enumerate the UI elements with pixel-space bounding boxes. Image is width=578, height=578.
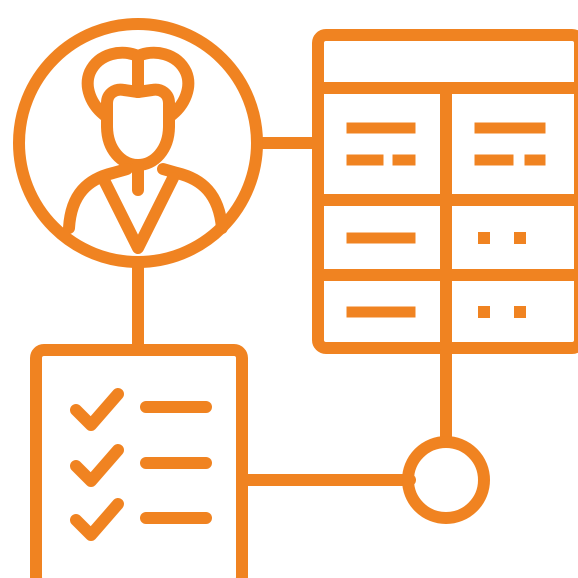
data-table-icon [312, 29, 578, 354]
check-item-3 [70, 498, 212, 541]
connector-lines [132, 137, 452, 486]
user-avatar-icon [13, 18, 263, 268]
avatar-face [101, 83, 175, 171]
checklist-frame [30, 344, 248, 578]
avatar-shoulders [63, 163, 228, 234]
table-cell-r1-right [474, 122, 546, 166]
check-item-2 [70, 444, 212, 487]
checkmark-icon [70, 498, 124, 541]
table-cell-r1-left [346, 122, 416, 166]
table-cell-r2-right [478, 232, 526, 244]
avatar-circle [13, 18, 263, 268]
avatar-collar [97, 172, 179, 254]
node-circle [402, 436, 490, 524]
table-cell-r3-right [478, 306, 526, 318]
checklist-icon [30, 344, 248, 578]
check-item-1 [70, 388, 212, 431]
checkmark-icon [70, 444, 124, 487]
checkmark-icon [70, 388, 124, 431]
connector-node-icon [402, 436, 490, 524]
